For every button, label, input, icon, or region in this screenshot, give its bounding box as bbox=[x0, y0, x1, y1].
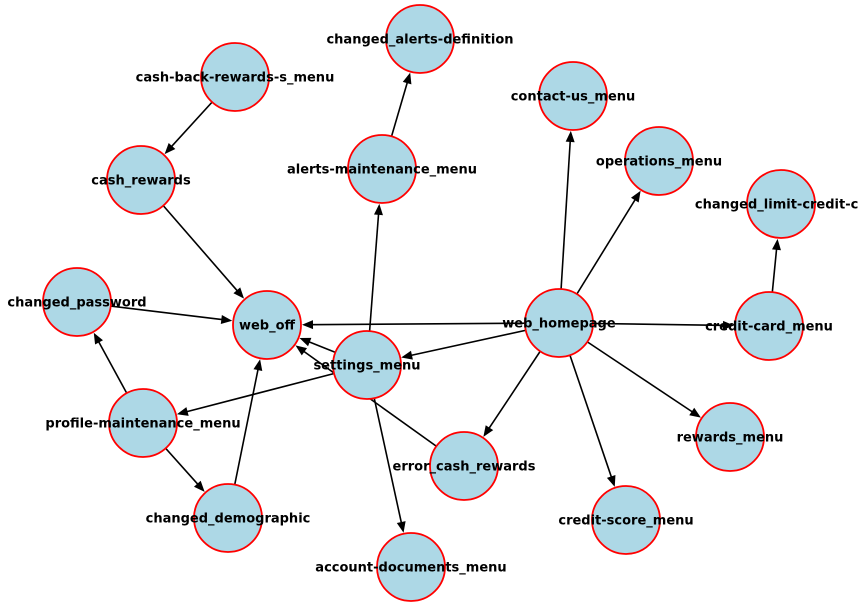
labels-layer: changed_alerts-definition cash-back-rewar… bbox=[7, 33, 858, 576]
node-label: changed_limit-credit-ca bbox=[695, 198, 858, 213]
node-changed_password[interactable] bbox=[42, 267, 112, 337]
arrowhead-changed_demographic bbox=[193, 480, 205, 492]
node-label: account-documents_menu bbox=[315, 561, 506, 576]
arrowhead-contact-us_menu bbox=[565, 130, 575, 143]
node-label: web_off bbox=[239, 319, 296, 334]
node-error_cash_rewards[interactable] bbox=[429, 431, 499, 501]
arrowhead-account-documents_menu bbox=[396, 521, 406, 533]
node-credit-card_menu[interactable] bbox=[734, 291, 804, 361]
edges-layer bbox=[76, 72, 781, 533]
arrowhead-web_off bbox=[220, 315, 233, 324]
node-label: operations_menu bbox=[596, 155, 722, 170]
node-label: cash_rewards bbox=[91, 174, 191, 189]
arrowhead-credit-card_menu bbox=[722, 320, 735, 330]
node-changed_alerts-definition[interactable] bbox=[385, 4, 455, 74]
node-label: changed_demographic bbox=[146, 512, 311, 527]
node-label: credit-score_menu bbox=[558, 514, 693, 529]
node-account-documents_menu[interactable] bbox=[376, 532, 446, 602]
node-changed_demographic[interactable] bbox=[193, 483, 263, 553]
node-settings_menu[interactable] bbox=[332, 330, 402, 400]
node-label: changed_password bbox=[7, 296, 146, 311]
node-label: rewards_menu bbox=[677, 431, 784, 446]
arrowhead-cash_rewards bbox=[164, 142, 176, 155]
arrowhead-operations_menu bbox=[631, 190, 641, 203]
arrowhead-web_off bbox=[301, 320, 314, 330]
node-label: error_cash_rewards bbox=[393, 460, 536, 475]
arrowhead-web_off bbox=[233, 287, 245, 299]
arrowhead-changed_password bbox=[93, 332, 103, 345]
node-label: credit-card_menu bbox=[705, 320, 833, 335]
arrowhead-profile-maintenance_menu bbox=[176, 407, 189, 416]
node-alerts-maintenance_menu[interactable] bbox=[347, 134, 417, 204]
arrowhead-changed_alerts-definition bbox=[402, 72, 412, 85]
node-label: contact-us_menu bbox=[511, 90, 636, 105]
node-label: cash-back-rewards-s_menu bbox=[136, 71, 335, 86]
node-label: web_homepage bbox=[502, 317, 616, 332]
node-label: changed_alerts-definition bbox=[326, 33, 513, 48]
edge-web_homepage-to-web_off bbox=[307, 322, 560, 326]
node-operations_menu[interactable] bbox=[624, 126, 694, 196]
arrowhead-credit-score_menu bbox=[606, 475, 616, 487]
arrowhead-changed_limit-credit-ca bbox=[772, 238, 781, 251]
node-profile-maintenance_menu[interactable] bbox=[108, 388, 178, 458]
arrowhead-web_off bbox=[253, 359, 263, 371]
arrowhead-rewards_menu bbox=[689, 407, 701, 418]
arrowhead-error_cash_rewards bbox=[483, 425, 494, 437]
node-label: alerts-maintenance_menu bbox=[287, 163, 477, 178]
node-changed_limit-credit-ca[interactable] bbox=[746, 169, 816, 239]
node-contact-us_menu[interactable] bbox=[538, 61, 608, 131]
node-web_homepage[interactable] bbox=[524, 288, 594, 358]
arrowhead-web_off bbox=[295, 345, 308, 356]
arrowhead-alerts-maintenance_menu bbox=[374, 203, 383, 216]
arrowhead-settings_menu bbox=[401, 350, 413, 360]
node-label: profile-maintenance_menu bbox=[45, 417, 240, 432]
node-web_off[interactable] bbox=[232, 290, 302, 360]
nodes-layer bbox=[42, 4, 816, 602]
node-credit-score_menu[interactable] bbox=[591, 485, 661, 555]
node-rewards_menu[interactable] bbox=[695, 402, 765, 472]
node-cash-back-rewards-s_menu[interactable] bbox=[200, 42, 270, 112]
arrowhead-web_off bbox=[299, 337, 312, 347]
node-label: settings_menu bbox=[313, 359, 420, 374]
node-cash_rewards[interactable] bbox=[106, 145, 176, 215]
